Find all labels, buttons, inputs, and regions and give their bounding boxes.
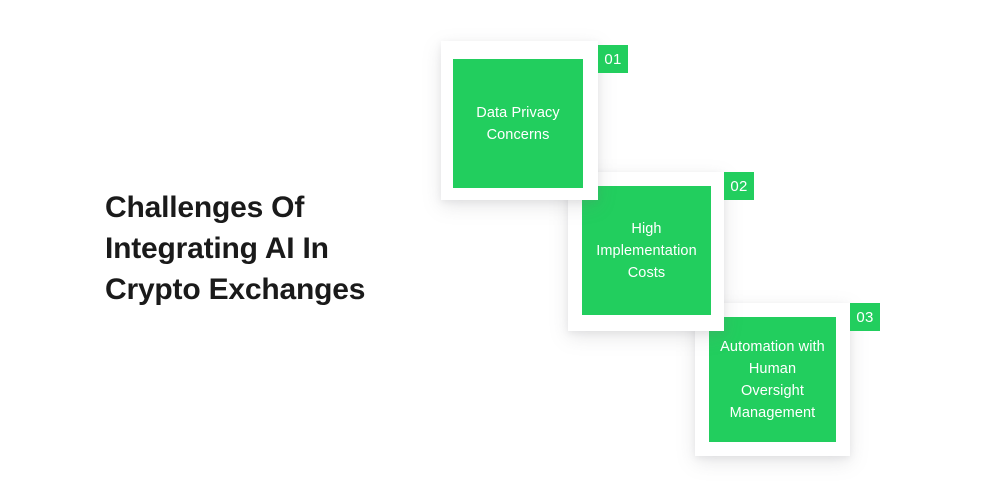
step-card-label: Data Privacy Concerns (476, 104, 560, 143)
step-number-badge: 03 (850, 303, 880, 331)
step-card-tile[interactable]: Automation with Human Oversight Manageme… (709, 317, 836, 442)
step-number-text: 03 (856, 308, 874, 326)
step-number-badge: 01 (598, 45, 628, 73)
step-number-badge: 02 (724, 172, 754, 200)
step-card-01[interactable]: Data Privacy Concerns 01 (441, 41, 631, 206)
step-card-label: High Implementation Costs (596, 220, 697, 281)
page-title: Challenges Of Integrating AI In Crypto E… (105, 191, 366, 306)
step-card-03[interactable]: Automation with Human Oversight Manageme… (695, 303, 885, 468)
step-card-tile[interactable]: Data Privacy Concerns (453, 59, 583, 188)
step-number-text: 01 (604, 50, 622, 68)
step-number-text: 02 (730, 177, 748, 195)
step-card-tile[interactable]: High Implementation Costs (582, 186, 711, 315)
step-card-label: Automation with Human Oversight Manageme… (720, 338, 825, 421)
